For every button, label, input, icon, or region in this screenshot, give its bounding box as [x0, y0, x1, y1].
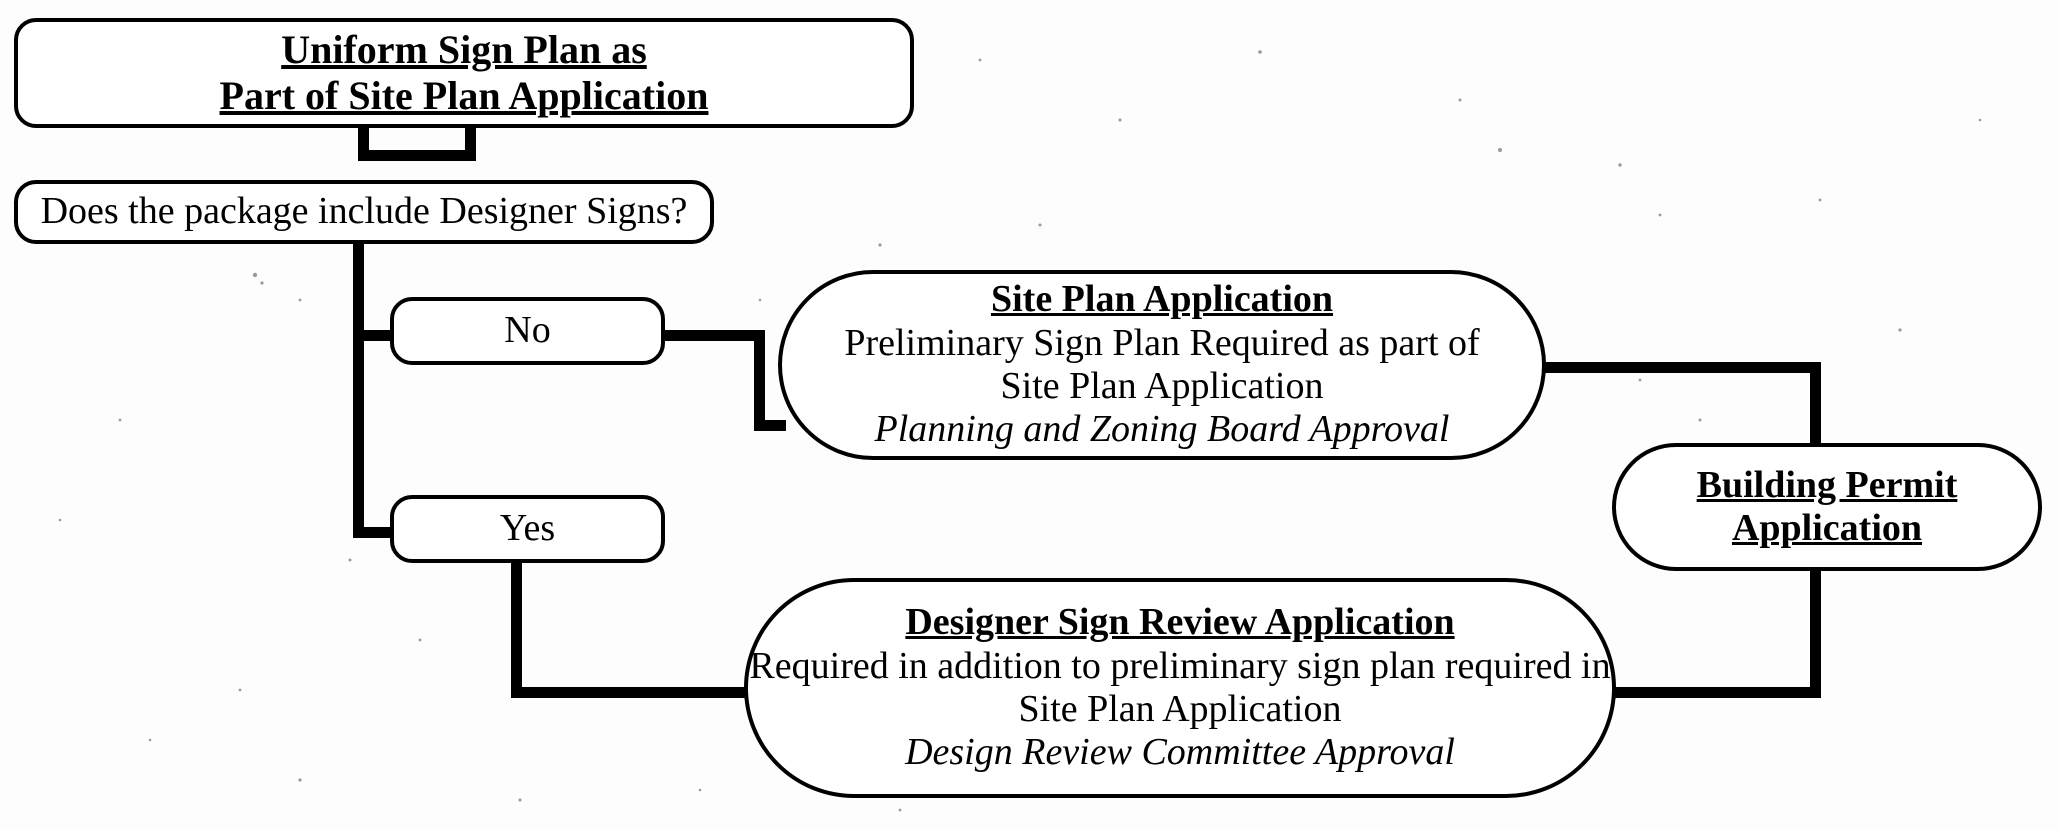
node-branch-no-label: No — [504, 309, 551, 352]
node-building-permit-line-2: Application — [1731, 507, 1923, 549]
edge-uniform-to-decision-h — [358, 150, 476, 161]
node-site-plan-line-2: Preliminary Sign Plan Required as part o… — [844, 321, 1480, 364]
edge-yes-to-designer-h — [511, 687, 751, 698]
node-designer-review-approval: Design Review Committee Approval — [905, 731, 1455, 774]
edge-designer-to-permit-h — [1610, 687, 1820, 698]
node-branch-yes[interactable]: Yes — [390, 495, 665, 563]
node-designer-review-line-2: Required in addition to preliminary sign… — [749, 644, 1611, 687]
edge-trunk-to-no — [353, 330, 401, 341]
node-site-plan-approval: Planning and Zoning Board Approval — [874, 408, 1450, 451]
node-building-permit-application[interactable]: Building Permit Application — [1612, 443, 2042, 571]
edge-trunk-to-yes — [353, 527, 401, 538]
node-designer-review-heading: Designer Sign Review Application — [905, 601, 1455, 644]
node-building-permit-line-1: Building Permit — [1696, 463, 1958, 506]
node-decision-label: Does the package include Designer Signs? — [40, 190, 688, 233]
node-branch-yes-label: Yes — [499, 507, 556, 550]
edge-designer-to-permit-v — [1810, 565, 1821, 698]
edge-no-to-siteplan-h — [660, 330, 765, 341]
edge-yes-to-designer-v — [511, 527, 522, 697]
node-uniform-sign-plan-line-1: Uniform Sign Plan as — [281, 27, 647, 73]
node-uniform-sign-plan[interactable]: Uniform Sign Plan as Part of Site Plan A… — [14, 18, 914, 128]
edge-uniform-to-decision-v1 — [358, 126, 369, 160]
node-uniform-sign-plan-line-2: Part of Site Plan Application — [219, 73, 709, 118]
node-site-plan-line-3: Site Plan Application — [1000, 365, 1324, 407]
node-branch-no[interactable]: No — [390, 297, 665, 365]
edge-no-to-siteplan-v — [754, 330, 765, 430]
edge-decision-trunk — [353, 238, 364, 538]
node-decision-designer-signs[interactable]: Does the package include Designer Signs? — [14, 180, 714, 244]
node-site-plan-application[interactable]: Site Plan Application Preliminary Sign P… — [778, 270, 1546, 460]
node-designer-review-line-3: Site Plan Application — [1018, 688, 1342, 730]
node-designer-sign-review-application[interactable]: Designer Sign Review Application Require… — [744, 578, 1616, 798]
edge-siteplan-to-permit-v — [1810, 362, 1821, 452]
edge-no-to-siteplan-h2 — [754, 420, 786, 431]
edge-siteplan-to-permit-h — [1540, 362, 1820, 373]
node-site-plan-heading: Site Plan Application — [990, 278, 1334, 321]
